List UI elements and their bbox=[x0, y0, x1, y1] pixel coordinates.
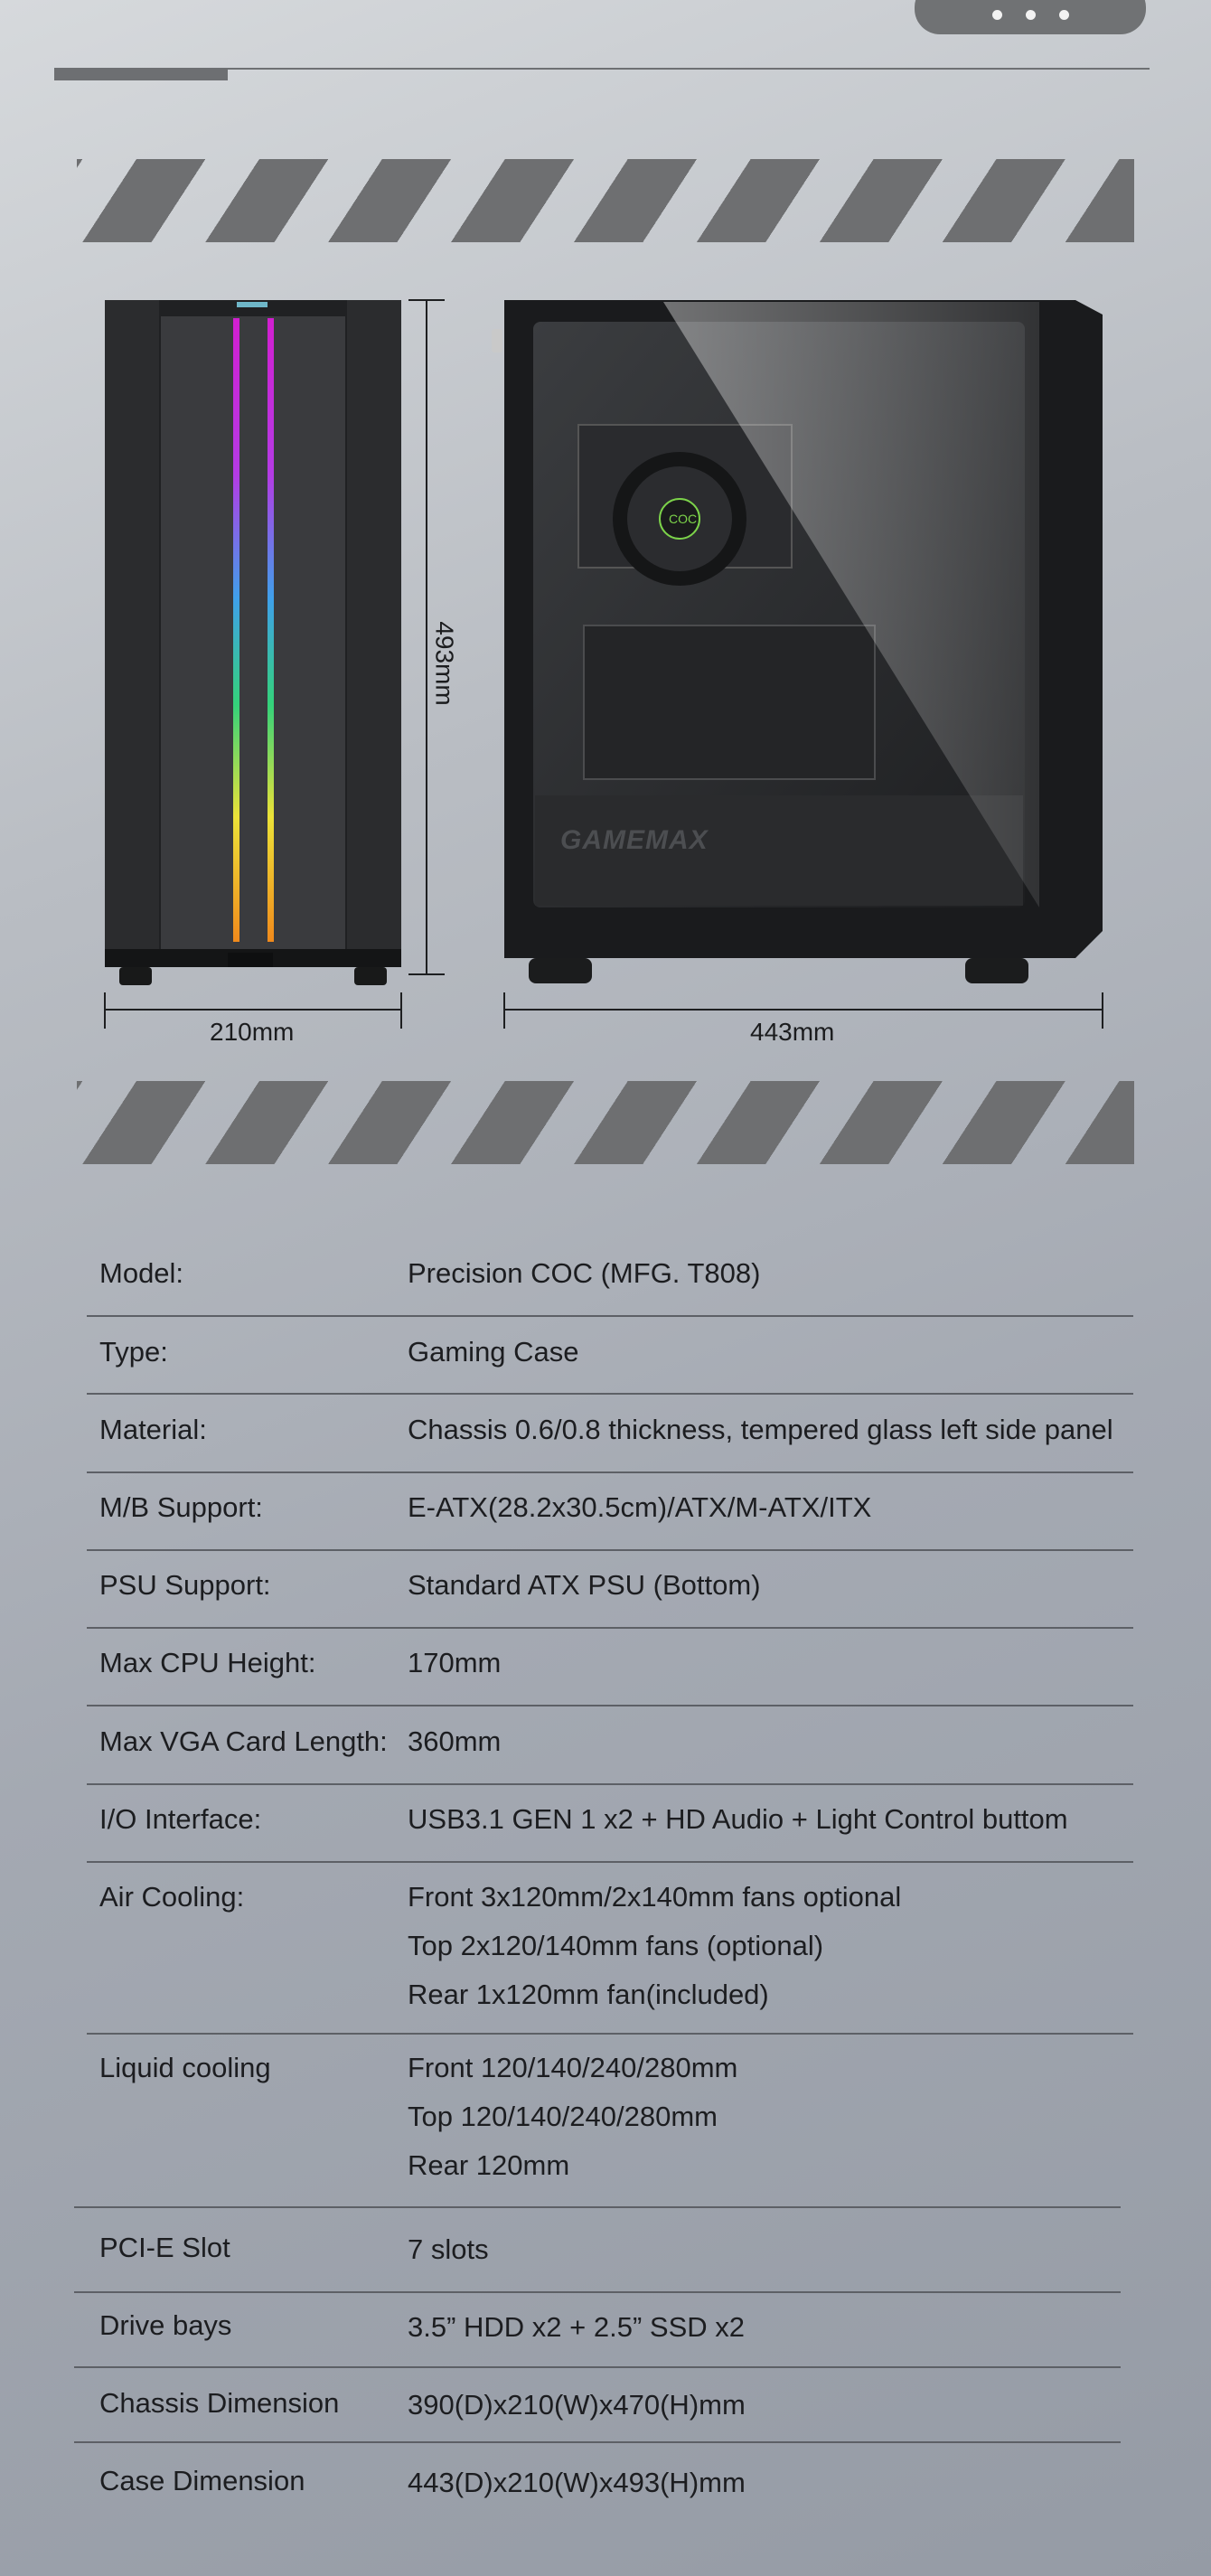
spec-label-liquid-cooling: Liquid cooling bbox=[99, 2052, 271, 2083]
table-divider bbox=[74, 2206, 1121, 2208]
table-divider bbox=[87, 1315, 1133, 1317]
spec-value-max-cpu-height: 170mm bbox=[408, 1647, 502, 1678]
spec-value-max-vga-length: 360mm bbox=[408, 1725, 502, 1757]
table-divider bbox=[74, 2291, 1121, 2293]
front-view bbox=[105, 300, 401, 985]
spec-label-material: Material: bbox=[99, 1414, 207, 1445]
spec-label-chassis-dimension: Chassis Dimension bbox=[99, 2387, 340, 2419]
menu-dot-icon bbox=[1025, 10, 1036, 20]
spec-label-psu-support: PSU Support: bbox=[99, 1569, 271, 1601]
spec-value-mb-support: E-ATX(28.2x30.5cm)/ATX/M-ATX/ITX bbox=[408, 1491, 872, 1523]
spec-value-pcie-slot: 7 slots bbox=[408, 2233, 489, 2265]
product-dimension-diagram: GAMEMAX COC 493mm 210mm 443mm bbox=[0, 289, 1211, 1067]
table-divider bbox=[87, 1471, 1133, 1473]
spec-value-drive-bays: 3.5” HDD x2 + 2.5” SSD x2 bbox=[408, 2311, 745, 2343]
spec-label-type: Type: bbox=[99, 1336, 168, 1368]
spec-value-air-cooling-rear: Rear 1x120mm fan(included) bbox=[408, 1979, 769, 2010]
spec-value-case-dimension: 443(D)x210(W)x493(H)mm bbox=[408, 2467, 746, 2498]
side-view bbox=[492, 300, 1103, 983]
spec-label-mb-support: M/B Support: bbox=[99, 1491, 263, 1523]
spec-value-chassis-dimension: 390(D)x210(W)x470(H)mm bbox=[408, 2389, 746, 2421]
header-divider bbox=[54, 68, 1150, 70]
table-divider bbox=[74, 2366, 1121, 2368]
table-divider bbox=[87, 1393, 1133, 1395]
menu-pill-button[interactable] bbox=[915, 0, 1146, 34]
spec-value-liquid-cooling-front: Front 120/140/240/280mm bbox=[408, 2052, 738, 2083]
table-divider bbox=[87, 2033, 1133, 2035]
spec-label-model: Model: bbox=[99, 1257, 184, 1289]
spec-value-psu-support: Standard ATX PSU (Bottom) bbox=[408, 1569, 761, 1601]
spec-label-max-cpu-height: Max CPU Height: bbox=[99, 1647, 316, 1678]
side-length-dimension-label: 443mm bbox=[750, 1018, 835, 1046]
hazard-stripe-top bbox=[77, 159, 1134, 242]
menu-dot-icon bbox=[1058, 10, 1069, 20]
height-dimension-label: 493mm bbox=[430, 621, 459, 706]
spec-label-pcie-slot: PCI-E Slot bbox=[99, 2232, 230, 2263]
table-divider bbox=[74, 2441, 1121, 2443]
spec-value-air-cooling-top: Top 2x120/140mm fans (optional) bbox=[408, 1930, 824, 1961]
table-divider bbox=[87, 1783, 1133, 1785]
front-width-dimension-label: 210mm bbox=[210, 1018, 295, 1046]
spec-value-liquid-cooling-top: Top 120/140/240/280mm bbox=[408, 2101, 718, 2132]
spec-label-max-vga-length: Max VGA Card Length: bbox=[99, 1725, 388, 1757]
fan-badge: COC bbox=[669, 512, 698, 526]
table-divider bbox=[87, 1861, 1133, 1863]
menu-dot-icon bbox=[991, 10, 1002, 20]
spec-label-io-interface: I/O Interface: bbox=[99, 1803, 262, 1835]
spec-value-liquid-cooling-rear: Rear 120mm bbox=[408, 2149, 570, 2181]
case-illustration bbox=[104, 299, 1103, 1029]
spec-value-type: Gaming Case bbox=[408, 1336, 579, 1368]
spec-value-io-interface: USB3.1 GEN 1 x2 + HD Audio + Light Contr… bbox=[408, 1803, 1068, 1835]
table-divider bbox=[87, 1627, 1133, 1629]
brand-logo: GAMEMAX bbox=[560, 825, 709, 855]
spec-label-case-dimension: Case Dimension bbox=[99, 2465, 305, 2496]
spec-label-drive-bays: Drive bays bbox=[99, 2309, 232, 2341]
spec-label-air-cooling: Air Cooling: bbox=[99, 1881, 245, 1913]
spec-value-material: Chassis 0.6/0.8 thickness, tempered glas… bbox=[408, 1414, 1113, 1445]
header-divider-accent bbox=[54, 68, 228, 80]
spec-value-air-cooling-front: Front 3x120mm/2x140mm fans optional bbox=[408, 1881, 902, 1913]
spec-value-model: Precision COC (MFG. T808) bbox=[408, 1257, 761, 1289]
table-divider bbox=[87, 1549, 1133, 1551]
table-divider bbox=[87, 1705, 1133, 1706]
hazard-stripe-bottom bbox=[77, 1081, 1134, 1164]
